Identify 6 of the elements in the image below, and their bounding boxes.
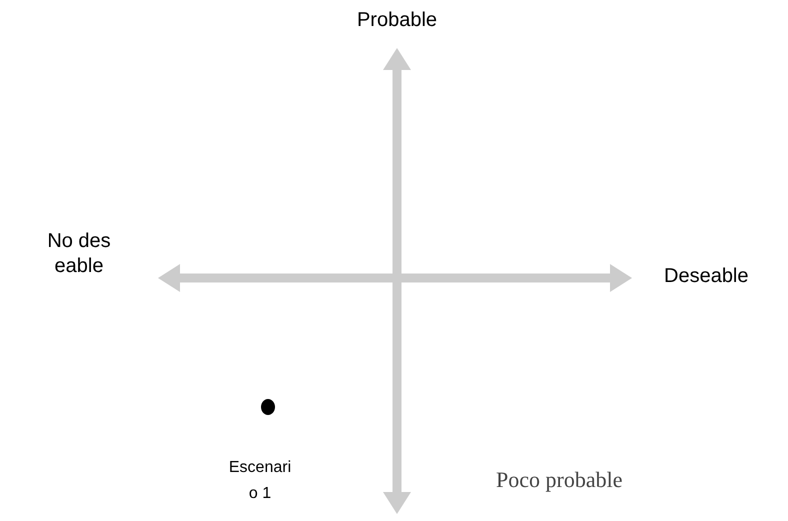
axis-label: Deseable <box>664 264 750 289</box>
axis-label: No deseable <box>46 229 112 279</box>
axis-label: Poco probable <box>496 466 624 494</box>
scenario-dot <box>261 399 275 415</box>
point-label: Escenario 1 <box>228 458 292 504</box>
axis-label: Probable <box>356 8 438 33</box>
